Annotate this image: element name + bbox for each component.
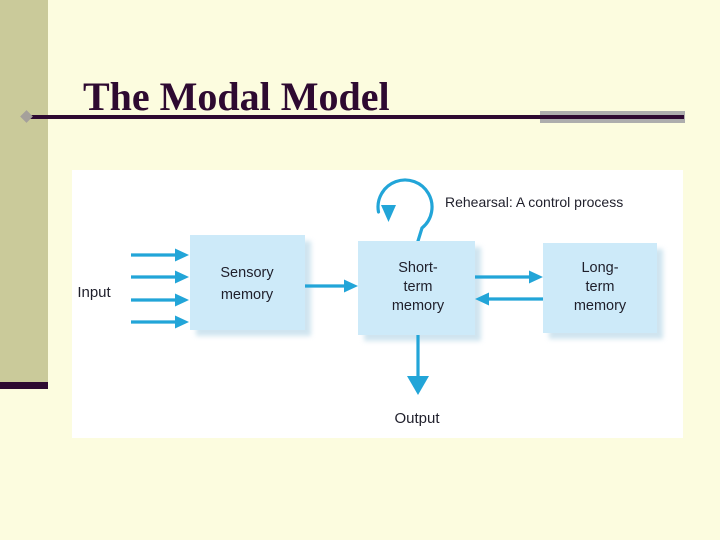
input-arrow-4 [131,315,189,329]
sensory-memory-label-line-1: Sensory [220,265,274,281]
rehearsal-loop-arrowhead [381,205,396,222]
short-term-to-long-term-arrow [475,270,543,284]
left-accent-bar-footer [0,382,48,389]
long-term-memory-label-line-3: memory [574,298,627,314]
title-underline [29,115,684,119]
short-term-memory-label-line-3: memory [392,298,445,314]
output-arrow [407,335,429,395]
short-term-memory-label-line-1: Short- [398,260,438,276]
input-arrow-1 [131,248,189,262]
short-term-memory-box [358,241,475,335]
long-term-memory-label-line-1: Long- [581,260,618,276]
short-term-memory-label-line-2: term [404,279,433,295]
input-label: Input [77,284,111,301]
sensory-memory-label-line-2: memory [221,287,274,303]
long-term-memory-box [543,243,657,333]
input-arrow-2 [131,270,189,284]
modal-model-diagram: Rehearsal: A control process Sensory mem… [77,178,663,427]
input-arrow-3 [131,293,189,307]
long-term-memory-label-line-2: term [586,279,615,295]
output-label: Output [394,410,440,427]
rehearsal-loop-arc [376,178,434,243]
sensory-memory-box [190,235,305,330]
content-panel: Rehearsal: A control process Sensory mem… [72,170,683,438]
left-accent-bar [0,0,48,382]
sensory-to-short-term-arrow [305,279,358,293]
long-term-to-short-term-arrow [475,292,543,306]
page-title: The Modal Model [83,73,390,119]
rehearsal-label: Rehearsal: A control process [445,194,623,210]
